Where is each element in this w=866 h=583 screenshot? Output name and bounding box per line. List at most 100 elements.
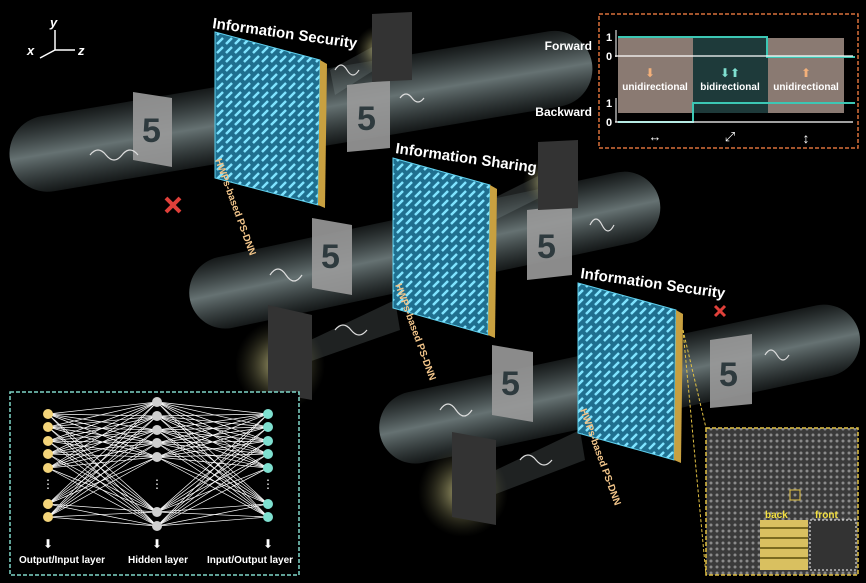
connection — [156, 401, 269, 455]
connection — [156, 511, 269, 518]
input-node — [43, 449, 53, 459]
forward-label: Forward — [545, 39, 592, 53]
connection — [47, 413, 158, 431]
input-node — [43, 422, 53, 432]
connection — [156, 401, 269, 415]
output-node — [263, 499, 273, 509]
input-node — [43, 499, 53, 509]
backward-label: Backward — [535, 105, 592, 119]
connection — [47, 503, 158, 527]
connection — [47, 415, 158, 469]
hidden-node — [152, 397, 162, 407]
digit: 5 — [719, 356, 738, 394]
connection — [156, 429, 269, 505]
connection — [47, 442, 158, 518]
digit-images: 5 5 5 5 5 5 — [142, 100, 738, 403]
connection — [156, 415, 269, 442]
connection — [47, 456, 158, 505]
sem-inset — [682, 329, 859, 576]
digit-screens — [133, 12, 752, 525]
connection — [47, 413, 158, 527]
hidden-node — [152, 521, 162, 531]
digit: 5 — [537, 228, 556, 266]
connection — [156, 503, 269, 527]
tick-one: 1 — [606, 32, 612, 44]
connection — [47, 442, 158, 469]
metasurface-3 — [577, 282, 683, 463]
connection — [156, 429, 269, 469]
connection — [156, 415, 269, 469]
input-node — [43, 512, 53, 522]
polarized-waves — [89, 64, 790, 466]
connection — [47, 440, 158, 513]
region-label: bidirectional — [700, 82, 760, 93]
connection — [156, 413, 269, 513]
connection — [47, 429, 158, 505]
input-node — [43, 436, 53, 446]
connection — [47, 401, 158, 518]
digit: 5 — [501, 365, 520, 403]
digit: 5 — [321, 238, 340, 276]
connection — [156, 401, 269, 469]
connection — [156, 401, 269, 518]
output-node — [263, 463, 273, 473]
output-node — [263, 436, 273, 446]
connection — [156, 413, 269, 417]
region-label: unidirectional — [773, 82, 839, 93]
connection — [47, 413, 158, 513]
connection — [156, 467, 269, 527]
ellipsis-icon: ⋮ — [151, 477, 163, 491]
connection — [47, 415, 158, 442]
metasurface-1 — [214, 31, 327, 208]
connection — [47, 429, 158, 442]
connection — [47, 401, 158, 442]
axis-z-label: z — [77, 43, 85, 58]
input-node — [43, 409, 53, 419]
connection — [156, 440, 269, 513]
blocked-x-icon — [713, 304, 727, 318]
output-node — [263, 422, 273, 432]
connection — [156, 456, 269, 469]
connection — [47, 456, 158, 518]
connection — [156, 401, 269, 442]
connection — [47, 401, 158, 505]
connection — [47, 503, 158, 513]
connection — [47, 467, 158, 513]
hidden-node — [152, 425, 162, 435]
connection — [47, 516, 158, 527]
up-arrow-icon: ⬆ — [801, 66, 811, 80]
connection — [47, 415, 158, 518]
down-arrow-icon: ⬇ — [645, 66, 655, 80]
connection — [47, 467, 158, 527]
output-node — [263, 409, 273, 419]
front-label: front — [815, 510, 838, 521]
connection — [47, 440, 158, 527]
horizontal-polarization-icon: ↔ — [649, 129, 662, 144]
connection — [47, 429, 158, 469]
connection — [156, 442, 269, 518]
output-node — [263, 512, 273, 522]
axis-y-label: y — [49, 15, 58, 30]
connection — [47, 429, 158, 518]
bidirectional-arrow-icon: ⬇⬆ — [720, 66, 740, 80]
tick-zero: 0 — [606, 51, 612, 63]
hidden-node — [152, 411, 162, 421]
ellipsis-icon: ⋮ — [42, 477, 54, 491]
connection — [47, 456, 158, 469]
vertical-polarization-icon: ↕ — [803, 130, 810, 146]
connection — [156, 413, 269, 527]
connection — [47, 401, 158, 415]
connection — [47, 401, 158, 455]
direction-inset: ⬇ ⬇⬆ ⬆ ↔ ⤢ ↕ — [598, 13, 859, 149]
connection — [156, 516, 269, 527]
region-label: unidirectional — [622, 82, 688, 93]
connection — [156, 503, 269, 513]
connection — [156, 415, 269, 518]
connection — [156, 456, 269, 518]
connection — [156, 401, 269, 505]
metasurface-2 — [392, 157, 497, 338]
output-node — [263, 449, 273, 459]
connection — [156, 456, 269, 505]
hidden-node — [152, 438, 162, 448]
